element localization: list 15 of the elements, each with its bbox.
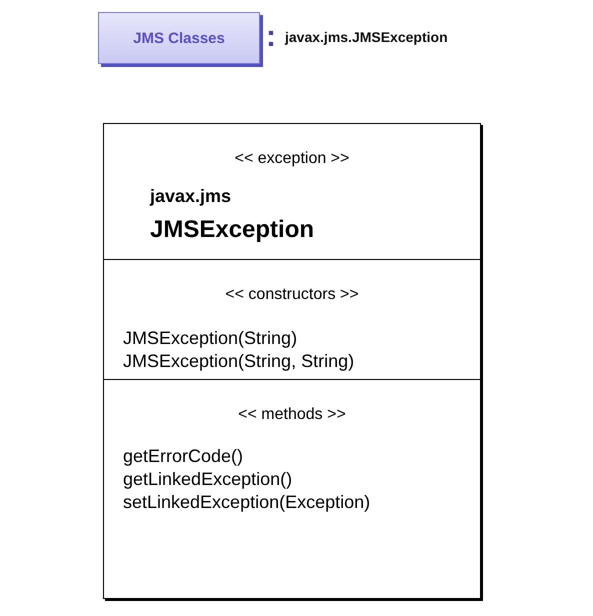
stereotype-label: << constructors >> [224,286,360,304]
stereotype-label: << methods >> [237,406,347,424]
stereotype-label: << exception >> [234,150,350,168]
qualified-class-name: javax.jms.JMSException [285,29,448,45]
method-signature: getErrorCode() [123,446,244,467]
class-name: JMSException [150,216,314,244]
header-title: JMS Classes [133,30,225,46]
header-box [98,12,260,64]
separator-colon: : [266,22,276,52]
constructor-signature: JMSException(String, String) [123,351,354,372]
method-signature: getLinkedException() [123,469,292,490]
uml-class-box [103,123,481,599]
package-name: javax.jms [150,186,232,207]
constructor-signature: JMSException(String) [123,328,298,349]
method-signature: setLinkedException(Exception) [123,492,370,513]
